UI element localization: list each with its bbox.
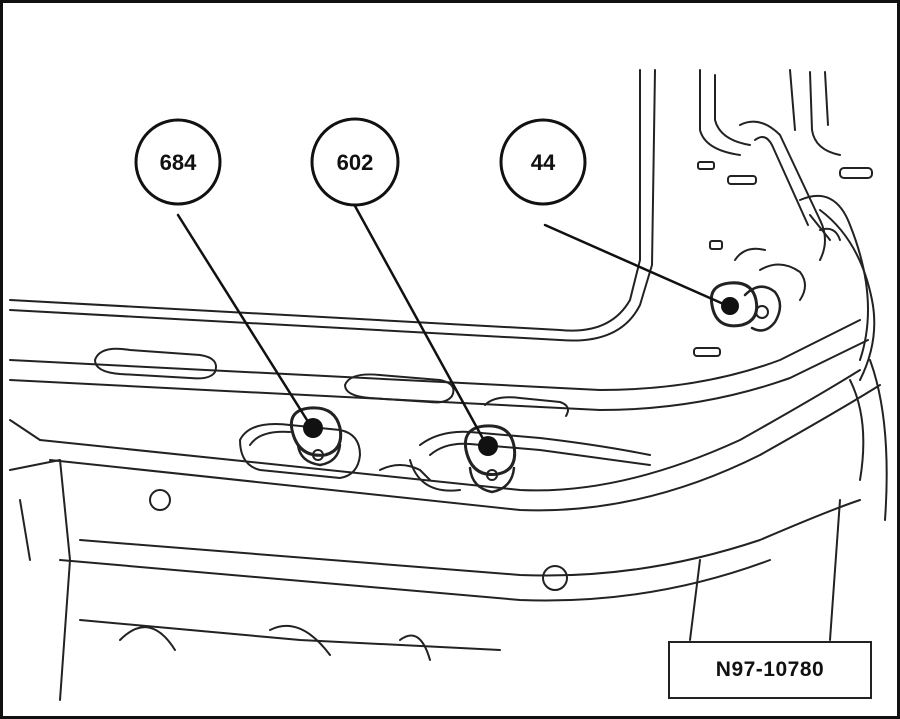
reference-code: N97-10780 (715, 658, 825, 681)
leader-line-44 (543, 223, 730, 308)
reference-code-box: N97-10780 (668, 641, 872, 699)
leader-lines (176, 204, 730, 448)
beam-slots (94, 347, 569, 417)
callout-label-684: 684 (160, 150, 197, 175)
callout-44: 44 (499, 118, 587, 206)
main-beam (9, 319, 881, 602)
leader-line-684 (176, 213, 314, 430)
callout-684: 684 (134, 118, 222, 206)
leader-line-602 (353, 204, 489, 448)
callout-label-44: 44 (531, 150, 556, 175)
lower-panel (9, 459, 841, 701)
right-tube (739, 120, 888, 521)
clip-44 (709, 247, 806, 332)
clip-684 (289, 406, 343, 467)
callout-602: 602 (310, 117, 400, 207)
wire-harness (239, 423, 651, 492)
upper-panel-outline (9, 69, 873, 357)
callout-label-602: 602 (337, 150, 374, 175)
